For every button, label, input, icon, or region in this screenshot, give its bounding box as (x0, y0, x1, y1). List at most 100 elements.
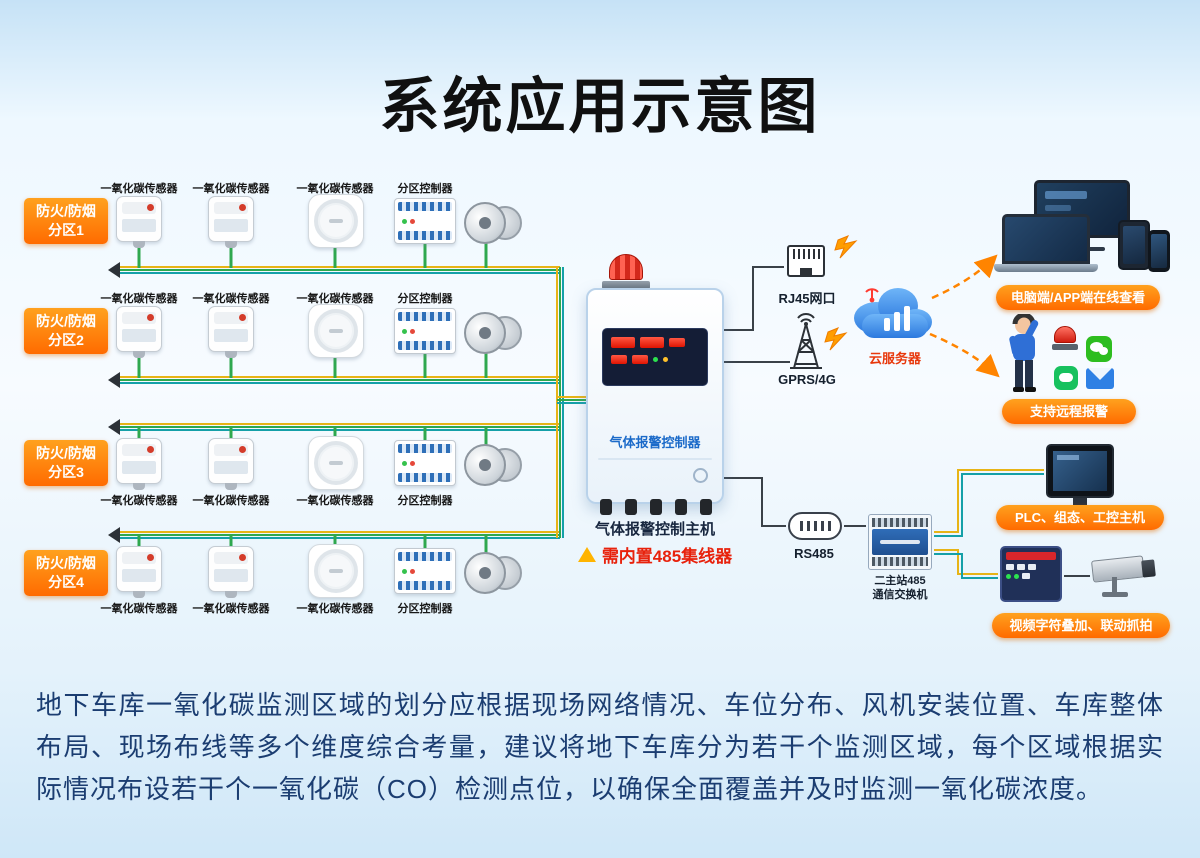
rs485-label: RS485 (794, 546, 834, 561)
controller-to-network-lines (724, 266, 1090, 577)
phone-icon (1148, 230, 1170, 272)
tablet-screen (1123, 226, 1145, 264)
alarm-dome (1054, 326, 1076, 343)
alarm-base (1052, 344, 1078, 350)
sensor-screen (122, 569, 156, 582)
camera-mount (1112, 577, 1117, 592)
remote-alarm-badge: 支持远程报警 (1002, 399, 1136, 424)
controller-leds (398, 214, 452, 228)
fan-front-ring (464, 444, 506, 486)
plc-panel-icon (1046, 444, 1114, 510)
cable-gland (675, 499, 687, 515)
mail-flap (1088, 368, 1112, 380)
gas-alarm-controller-cabinet: 气体报警控制器 (586, 288, 724, 515)
co-sensor-label: 一氧化碳传感器 (296, 495, 374, 507)
sensor-logo-dot (147, 446, 154, 453)
digit-block (632, 355, 648, 364)
terminal-row (872, 557, 928, 566)
terminal-strip (398, 473, 452, 482)
fan-hub (479, 327, 491, 339)
sensor-probe (133, 241, 145, 248)
switch-face (872, 529, 928, 555)
co-sensor-label: 一氧化碳传感器 (192, 293, 270, 305)
zone-badge-2: 防火/防烟 分区2 (24, 308, 108, 354)
chat-bubble (1059, 373, 1073, 382)
sensor-probe (133, 351, 145, 358)
led (402, 328, 407, 334)
zone-badge-line2: 分区3 (48, 464, 84, 480)
zone-controller-device (394, 548, 456, 594)
dvr-button (1022, 573, 1030, 579)
zone-controller-device (394, 308, 456, 354)
dvr-button (1028, 564, 1036, 570)
beacon-base (602, 281, 650, 289)
sensor-logo-dot (239, 204, 246, 211)
controller-leds (398, 456, 452, 470)
digit-block (611, 355, 627, 364)
zone-badge-line1: 防火/防烟 (36, 555, 96, 572)
sensor-logo-dot (147, 554, 154, 561)
led (402, 218, 407, 224)
sensor-logo-dot (239, 314, 246, 321)
connector-pin (827, 521, 831, 531)
cloud-server-label: 云服务器 (868, 351, 921, 366)
co-sensor-label: 一氧化碳传感器 (296, 603, 374, 615)
co-sensor-label: 一氧化碳传感器 (296, 183, 374, 195)
plc-frame (1046, 444, 1114, 498)
co-sensor-round-device (308, 194, 364, 248)
sensor-probe (225, 351, 237, 358)
controller-leds (398, 324, 452, 338)
sensor-probe (133, 591, 145, 598)
dvr-buttons (1006, 564, 1056, 570)
warning-text: 需内置485集线器 (601, 547, 733, 566)
status-led (663, 357, 668, 362)
laptop-icon (994, 214, 1098, 272)
zone-controller-device (394, 440, 456, 486)
sensor-screen (214, 219, 248, 232)
sensor-indicator (122, 444, 156, 456)
co-sensor-device (208, 196, 254, 248)
plc-stand (1073, 498, 1087, 506)
terminal-strip (398, 581, 452, 590)
video-overlay-device (1000, 546, 1062, 602)
led (410, 460, 415, 466)
camera-lens (1141, 559, 1156, 578)
beacon-dome (609, 254, 643, 280)
sensor-dial (314, 309, 358, 353)
co-sensor-round-device (308, 304, 364, 358)
mail-icon (1086, 368, 1114, 389)
co-sensor-device (208, 438, 254, 490)
connector-pin (813, 521, 817, 531)
co-sensor-label: 一氧化碳传感器 (296, 293, 374, 305)
sensor-indicator (122, 312, 156, 324)
zone-badge-line1: 防火/防烟 (36, 445, 96, 462)
alarm-beacon-icon (602, 254, 650, 290)
rj45-icon (787, 245, 825, 277)
controller-leds (398, 564, 452, 578)
zone-controller-device (394, 198, 456, 244)
cloud-icon (854, 288, 932, 338)
cable-gland (700, 499, 712, 515)
chat-icon (1054, 366, 1078, 390)
led (410, 568, 415, 574)
sensor-screen (214, 569, 248, 582)
controller-display (602, 328, 708, 386)
sensor-indicator (122, 552, 156, 564)
co-sensor-device (208, 546, 254, 598)
co-sensor-label: 一氧化碳传感器 (100, 495, 178, 507)
wechat-icon (1086, 336, 1112, 362)
zone-controller-label: 分区控制器 (397, 603, 453, 615)
chat-bubble (1090, 342, 1103, 352)
co-sensor-label: 一氧化碳传感器 (100, 183, 178, 195)
sensor-probe (225, 591, 237, 598)
switch-face-label (880, 540, 920, 544)
status-led (1014, 573, 1019, 579)
plc-badge: PLC、组态、工控主机 (996, 505, 1164, 530)
co-sensor-round-device (308, 436, 364, 490)
sensor-screen (214, 461, 248, 474)
description-paragraph: 地下车库一氧化碳监测区域的划分应根据现场网络情况、车位分布、风机安装位置、车库整… (36, 690, 1164, 805)
zone-controller-label: 分区控制器 (397, 495, 453, 507)
tablet-icon (1118, 220, 1150, 270)
chat-bubble (1099, 347, 1108, 355)
